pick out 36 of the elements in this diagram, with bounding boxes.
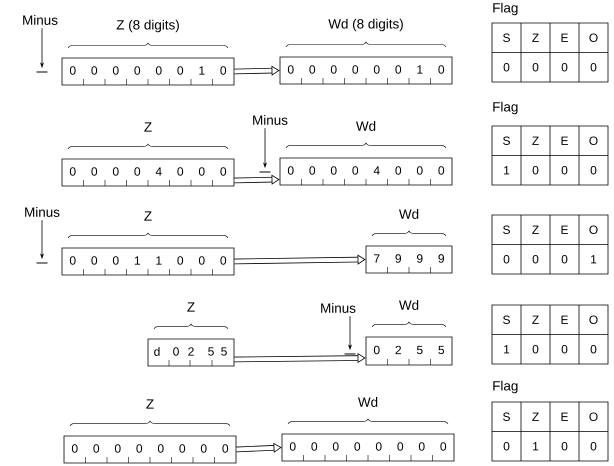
flag-table: S Z E O 0 1 0 0 (492, 402, 608, 462)
minus-label: Minus (23, 15, 58, 25)
minus-sign (36, 262, 48, 264)
register-box: 0 2 5 5 (366, 336, 452, 366)
flag-table: S Z E O 0 0 0 0 (492, 22, 608, 82)
register-box: d 0 2 5 5 (148, 338, 234, 366)
register-box: 0 0 0 0 0 0 0 0 (64, 436, 236, 464)
register-heading: Z (8 digits) (116, 20, 179, 32)
register-box: 0 0 0 0 0 0 1 0 (280, 56, 452, 84)
minus-label: Minus (253, 115, 288, 125)
flag-table: S Z E O 1 0 0 0 (492, 126, 608, 186)
register-heading: Z (146, 399, 154, 409)
register-box: 0 0 0 1 1 0 0 0 (62, 248, 234, 276)
register-heading: Z (144, 122, 152, 132)
register-box: 0 0 0 0 0 0 0 0 (282, 434, 454, 462)
minus-sign (260, 171, 270, 172)
minus-label: Minus (321, 303, 356, 313)
register-box: 0 0 0 0 0 0 1 0 (62, 58, 234, 86)
register-heading: Wd (8 digits) (328, 18, 403, 32)
register-heading: Wd (398, 209, 418, 219)
register-heading: Z (187, 302, 195, 312)
minus-sign (344, 353, 356, 354)
register-heading: Z (144, 211, 152, 221)
flag-table: S Z E O 1 0 0 0 (492, 304, 608, 364)
flag-label: Flag (493, 380, 518, 394)
register-box: 0 0 0 0 4 0 0 0 (280, 158, 452, 186)
minus-label: Minus (25, 207, 60, 217)
register-heading: Wd (356, 121, 376, 131)
flag-label: Flag (493, 102, 518, 114)
register-heading: Wd (358, 397, 378, 407)
register-box: 7 9 9 9 (366, 246, 452, 274)
register-heading: Wd (398, 300, 418, 310)
flag-label: Flag (493, 2, 518, 16)
flag-table: S Z E O 0 0 0 1 (492, 214, 608, 274)
register-box: 0 0 0 0 4 0 0 0 (62, 158, 234, 186)
minus-sign (36, 71, 48, 72)
